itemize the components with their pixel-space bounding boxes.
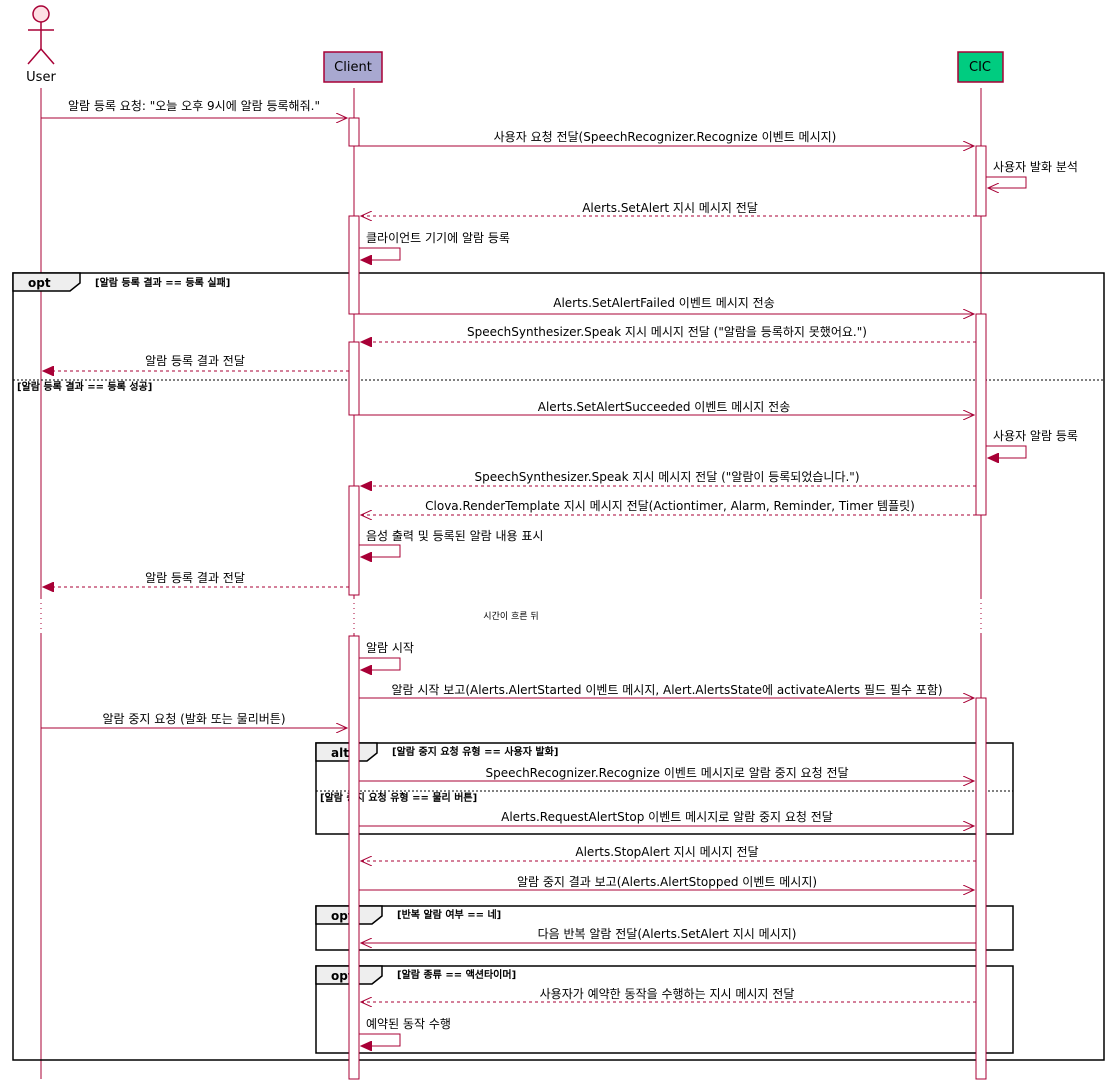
user-actor-leg-right [40, 48, 55, 65]
delay-label: 시간이 흐른 뒤 [483, 610, 538, 622]
message-label: 알람 등록 결과 전달 [145, 571, 245, 585]
cic-activation [975, 313, 987, 516]
cic-label: CIC [969, 60, 991, 75]
cic-participant: CIC [957, 51, 1004, 83]
alt1-guard: [알람 중지 요청 유형 == 사용자 발화] [392, 745, 558, 758]
message-label: Clova.RenderTemplate 지시 메시지 전달(Actiontim… [425, 499, 915, 513]
message-label: 알람 중지 결과 보고(Alerts.AlertStopped 이벤트 메시지) [517, 875, 817, 889]
self-message-arrow [359, 1033, 401, 1046]
self-message-arrow [986, 445, 1027, 458]
opt3-keyword: opt [331, 969, 354, 983]
client-label: Client [334, 60, 372, 75]
client-participant: Client [323, 51, 383, 83]
alt1-tab [315, 742, 378, 762]
message-label: 사용자 발화 분석 [993, 160, 1078, 174]
user-actor-leg-left [27, 48, 42, 65]
self-message-arrow [986, 176, 1027, 188]
user-actor-icon [32, 5, 50, 23]
self-message-arrow [359, 247, 401, 260]
opt3-frame-box [315, 965, 1014, 1054]
opt2-frame-box [315, 905, 1014, 951]
message-label: 클라이언트 기기에 알람 등록 [366, 231, 510, 245]
message-label: 사용자 요청 전달(SpeechRecognizer.Recognize 이벤트… [494, 130, 837, 144]
message-label: Alerts.SetAlertSucceeded 이벤트 메시지 전송 [538, 400, 790, 414]
cic-box [957, 51, 1004, 83]
client-activation [348, 341, 360, 416]
message-label: 사용자가 예약한 동작을 수행하는 지시 메시지 전달 [540, 986, 795, 1001]
cic-activation [975, 145, 987, 217]
message-label: 알람 중지 요청 (발화 또는 물리버튼) [103, 712, 286, 726]
message-label: SpeechSynthesizer.Speak 지시 메시지 전달 ("알람을 … [467, 325, 867, 339]
client-activation [348, 215, 360, 315]
message-label: 음성 출력 및 등록된 알람 내용 표시 [366, 529, 543, 543]
self-message-arrow [359, 657, 401, 670]
user-label: User [26, 70, 56, 85]
client-activation [348, 485, 360, 596]
messages: 알람 등록 요청: "오늘 오후 9시에 알람 등록해줘." 사용자 요청 전달… [41, 99, 1078, 1046]
opt1-tab [12, 272, 81, 292]
participants: User Client CIC [26, 5, 1004, 85]
opt1-keyword: opt [28, 276, 51, 290]
message-label: 알람 시작 보고(Alerts.AlertStarted 이벤트 메시지, Al… [391, 683, 942, 697]
message-label: 예약된 동작 수행 [366, 1016, 451, 1031]
message-label: SpeechRecognizer.Recognize 이벤트 메시지로 알람 중… [485, 766, 848, 780]
client-activation [348, 635, 360, 1080]
opt1-else-guard: [알람 등록 결과 == 등록 성공] [17, 380, 152, 393]
client-activation [348, 117, 360, 147]
alt1-frame-box [315, 742, 1014, 835]
message-label: 알람 등록 요청: "오늘 오후 9시에 알람 등록해줘." [68, 99, 320, 113]
client-box [323, 51, 383, 83]
message-label: Alerts.SetAlert 지시 메시지 전달 [582, 201, 758, 215]
message-label: 사용자 알람 등록 [993, 429, 1078, 443]
activations [348, 117, 987, 1080]
alt1-else-guard: [알람 중지 요청 유형 == 물리 버튼] [320, 791, 477, 804]
self-message-arrow [359, 544, 401, 557]
opt1-guard: [알람 등록 결과 == 등록 실패] [95, 276, 230, 289]
message-label: Alerts.SetAlertFailed 이벤트 메시지 전송 [553, 296, 775, 310]
alt1-keyword: alt [331, 746, 349, 760]
message-label: 알람 등록 결과 전달 [145, 354, 245, 368]
cic-activation [975, 697, 987, 1080]
opt1-frame-box [12, 272, 1105, 1061]
frames: opt [알람 등록 결과 == 등록 실패] [알람 등록 결과 == 등록 … [12, 272, 1105, 1061]
message-label: Alerts.StopAlert 지시 메시지 전달 [575, 845, 758, 859]
opt2-keyword: opt [331, 909, 354, 923]
message-label: Alerts.RequestAlertStop 이벤트 메시지로 알람 중지 요… [501, 810, 833, 824]
opt3-guard: [알람 종류 == 액션타이머] [397, 968, 516, 981]
opt2-guard: [반복 알람 여부 == 네] [397, 908, 501, 921]
user-actor: User [26, 5, 56, 85]
message-label: SpeechSynthesizer.Speak 지시 메시지 전달 ("알람이 … [474, 470, 859, 484]
message-label: 다음 반복 알람 전달(Alerts.SetAlert 지시 메시지) [538, 927, 797, 941]
message-label: 알람 시작 [366, 641, 414, 655]
